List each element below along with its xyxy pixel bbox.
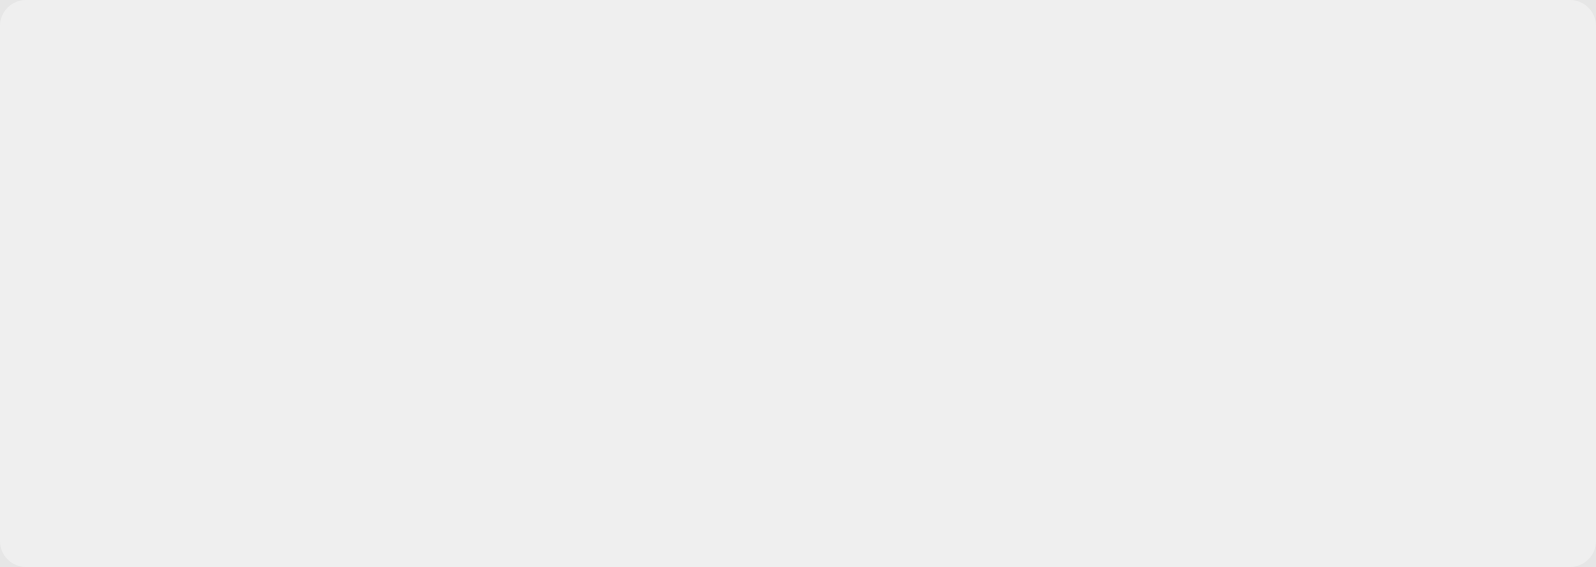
keyboard-layout-canvas [0,0,1596,567]
